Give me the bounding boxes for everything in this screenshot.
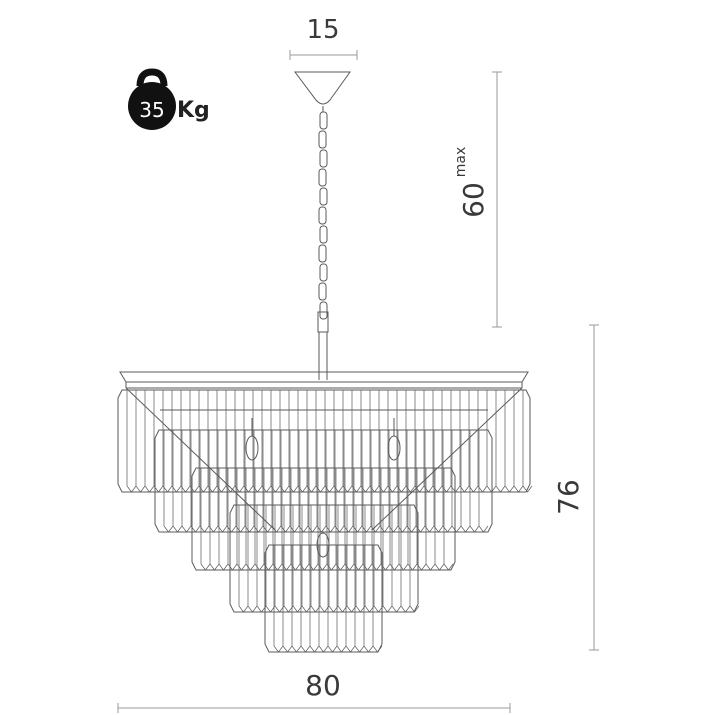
weight-unit: Kg: [177, 98, 210, 123]
chain-link: [318, 282, 327, 301]
chain-length-suffix: max: [453, 147, 469, 178]
suspension-chain: [318, 111, 328, 320]
kettlebell-icon: [128, 68, 176, 130]
chain-link: [319, 111, 328, 130]
chain-length-dimension: [492, 71, 502, 328]
crystal-tiers: [117, 389, 533, 653]
chain-link: [319, 187, 328, 206]
body-height-label: 76: [552, 479, 585, 515]
chain-link: [318, 244, 327, 263]
weight-badge: 35 Kg: [128, 68, 210, 130]
crystal-tier: [229, 504, 420, 613]
support-arms: [125, 387, 523, 531]
frame-ring: [119, 371, 529, 389]
chain-link: [319, 149, 328, 168]
chain-length-label: 60: [457, 182, 490, 218]
chain-link: [319, 225, 328, 244]
body-width-dimension: [117, 703, 511, 713]
chain-link: [319, 301, 328, 320]
canopy-width-label: 15: [306, 15, 339, 45]
chandelier-illustration: [117, 71, 533, 653]
chain-link: [318, 130, 327, 149]
central-stem: [317, 311, 329, 380]
body-width-label: 80: [305, 669, 341, 702]
bulbs: [245, 418, 401, 558]
chain-link: [318, 168, 327, 187]
chain-link: [319, 263, 328, 282]
crystal-tier: [191, 467, 456, 571]
chain-link: [318, 206, 327, 225]
weight-value: 35: [139, 98, 164, 122]
body-height-dimension: [589, 324, 599, 651]
crystal-tier: [154, 429, 493, 533]
canopy-width-dimension: [289, 50, 358, 60]
ceiling-canopy: [294, 71, 351, 112]
crystal-tier: [264, 544, 383, 653]
